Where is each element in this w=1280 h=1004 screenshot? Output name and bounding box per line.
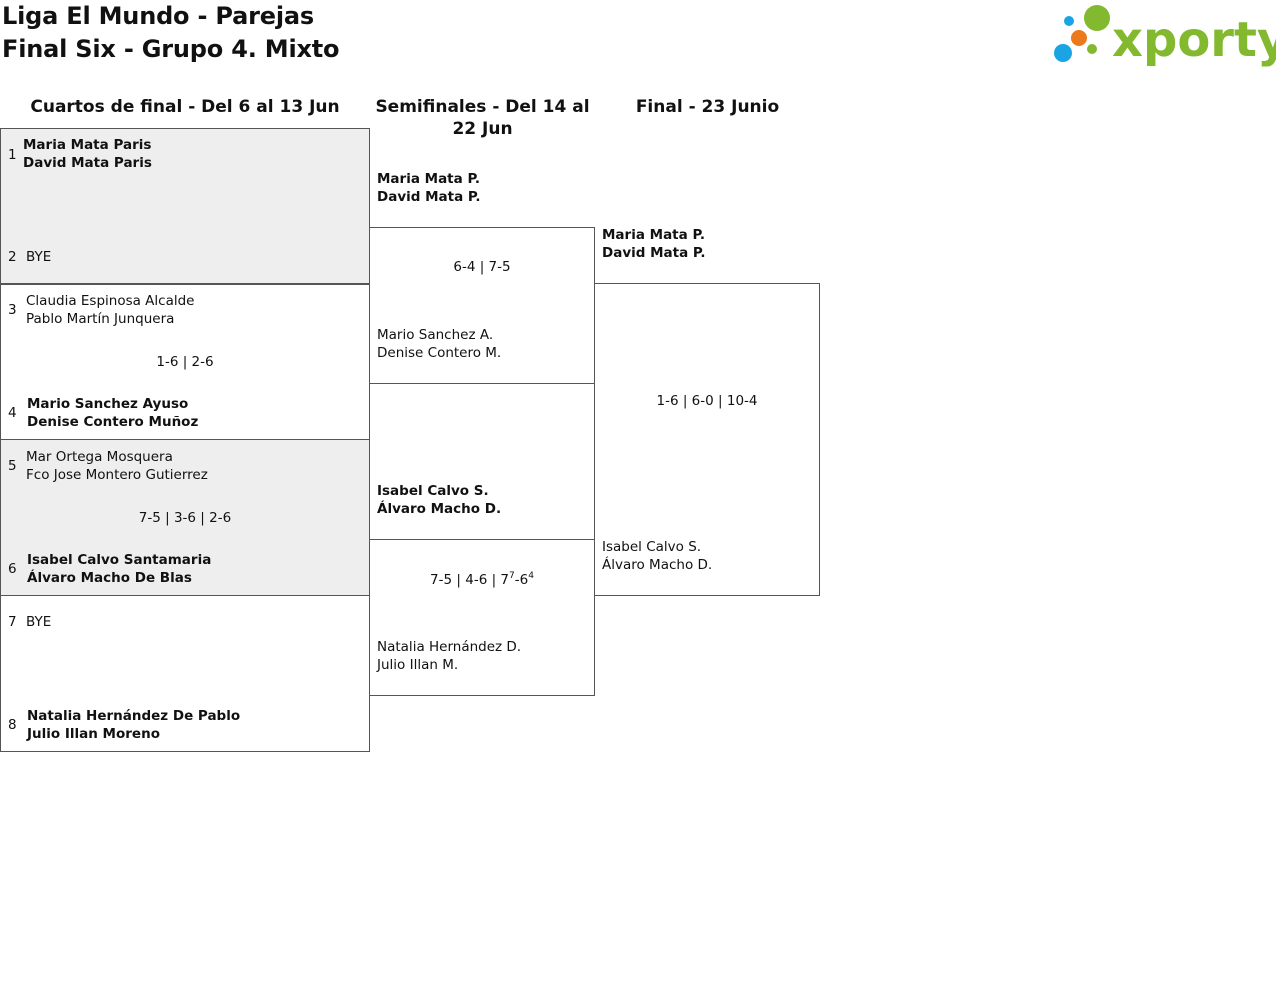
team-player-2: Julio Illan Moreno xyxy=(27,726,160,742)
match-score: 1-6 | 6-0 | 10-4 xyxy=(656,393,758,409)
team-player-2: Denise Contero M. xyxy=(377,345,502,361)
final-top-player-2: David Mata P. xyxy=(602,245,706,261)
sf2-top-player-1: Isabel Calvo S. xyxy=(377,483,489,499)
match-score: 6-4 | 7-5 xyxy=(453,259,511,275)
sf1-top-player-2: David Mata P. xyxy=(377,189,481,205)
round-heading-semifinals: Semifinales - Del 14 al 22 Jun xyxy=(375,97,590,139)
team-player-2: Pablo Martín Junquera xyxy=(26,311,175,327)
final-match: 1-6 | 6-0 | 10-4 Isabel Calvo S. Álvaro … xyxy=(594,283,820,596)
team-player-1: Natalia Hernández De Pablo xyxy=(27,708,241,724)
quarterfinal-match-3: 5 Mar Ortega Mosquera Fco Jose Montero G… xyxy=(0,439,370,596)
seed-number: 1 xyxy=(8,147,17,163)
team-player-2: Álvaro Macho D. xyxy=(602,557,713,573)
page-subtitle: Final Six - Grupo 4. Mixto xyxy=(2,35,340,63)
team-bye: BYE xyxy=(26,614,52,630)
logo-dots-icon: xporty xyxy=(1054,5,1280,68)
sf1-top-player-1: Maria Mata P. xyxy=(377,171,480,187)
logo-wordmark: xporty xyxy=(1112,12,1276,68)
team-player-1: Natalia Hernández D. xyxy=(377,639,522,655)
round-heading-quarterfinals: Cuartos de final - Del 6 al 13 Jun xyxy=(30,97,340,117)
team-player-2: Julio Illan M. xyxy=(377,657,459,673)
team-player-1: Mario Sanchez Ayuso xyxy=(27,396,189,412)
team-player-1: Mario Sanchez A. xyxy=(377,327,494,343)
round-heading-final: Final - 23 Junio xyxy=(635,97,780,117)
team-player-2: David Mata Paris xyxy=(23,155,152,171)
semifinal-match-1: 6-4 | 7-5 Mario Sanchez A. Denise Conter… xyxy=(369,227,595,384)
team-player-1: Isabel Calvo S. xyxy=(602,539,702,555)
seed-number: 6 xyxy=(8,561,17,577)
team-bye: BYE xyxy=(26,249,52,265)
seed-number: 7 xyxy=(8,614,17,630)
team-player-2: Fco Jose Montero Gutierrez xyxy=(26,467,208,483)
quarterfinal-match-2: 3 Claudia Espinosa Alcalde Pablo Martín … xyxy=(0,283,370,440)
team-player-1: Maria Mata Paris xyxy=(23,137,152,153)
quarterfinal-match-4: 7 BYE 8 Natalia Hernández De Pablo Julio… xyxy=(0,595,370,752)
team-player-2: Denise Contero Muñoz xyxy=(27,414,199,430)
match-score: 7-5 | 3-6 | 2-6 xyxy=(138,510,232,526)
semifinal-match-2: 7-5 | 4-6 | 77-64 Natalia Hernández D. J… xyxy=(369,539,595,696)
team-player-1: Claudia Espinosa Alcalde xyxy=(26,293,195,309)
seed-number: 2 xyxy=(8,249,17,265)
seed-number: 3 xyxy=(8,302,17,318)
match-score: 7-5 | 4-6 | 77-64 xyxy=(430,571,534,589)
sf2-top-player-2: Álvaro Macho D. xyxy=(377,501,502,517)
page-title: Liga El Mundo - Parejas xyxy=(2,2,314,30)
final-top-player-1: Maria Mata P. xyxy=(602,227,705,243)
xporty-logo: xporty xyxy=(1052,4,1280,68)
seed-number: 8 xyxy=(8,717,17,733)
team-player-1: Mar Ortega Mosquera xyxy=(26,449,173,465)
match-score: 1-6 | 2-6 xyxy=(156,354,214,370)
team-player-2: Álvaro Macho De Blas xyxy=(27,570,192,586)
quarterfinal-match-1: 1 Maria Mata Paris David Mata Paris 2 BY… xyxy=(0,128,370,285)
seed-number: 4 xyxy=(8,405,17,421)
seed-number: 5 xyxy=(8,458,17,474)
team-player-1: Isabel Calvo Santamaria xyxy=(27,552,212,568)
